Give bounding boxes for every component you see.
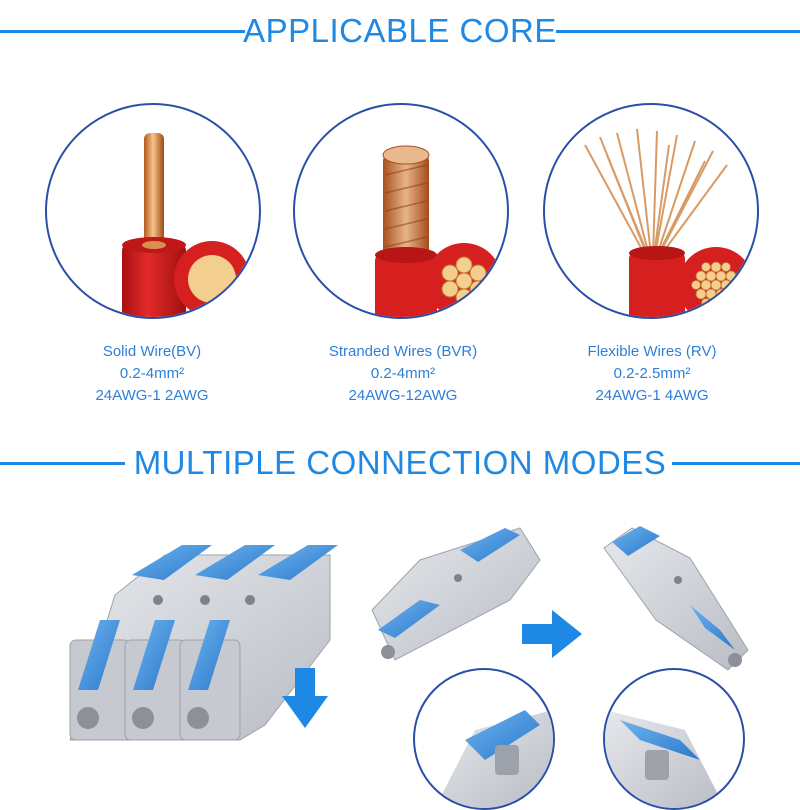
header-line-left bbox=[0, 30, 245, 33]
solid-wire-icon bbox=[45, 103, 261, 319]
applicable-core-header: APPLICABLE CORE bbox=[0, 11, 800, 51]
header-line-right bbox=[556, 30, 800, 33]
stranded-wire-icon bbox=[293, 103, 509, 319]
arrow-down-icon bbox=[282, 668, 328, 728]
wire-range: 0.2-4mm² bbox=[370, 365, 436, 382]
stranded-wire-spec: Stranded Wires (BVR) 0.2-4mm² 24AWG-12AW… bbox=[283, 341, 523, 407]
section-title: APPLICABLE CORE bbox=[243, 12, 557, 49]
connection-modes-header: MULTIPLE CONNECTION MODES bbox=[0, 443, 800, 483]
zoom-detail-right bbox=[603, 668, 745, 810]
stacked-connectors bbox=[69, 545, 338, 741]
header-line-right bbox=[672, 462, 800, 465]
wire-awg: 24AWG-12AWG bbox=[348, 387, 458, 404]
wire-name: Stranded Wires (BVR) bbox=[328, 343, 478, 360]
connection-modes-illustration bbox=[0, 500, 800, 810]
connector-single-left bbox=[371, 527, 541, 661]
wire-name: Solid Wire(BV) bbox=[102, 343, 202, 360]
zoom-detail-left bbox=[413, 668, 555, 810]
wire-name: Flexible Wires (RV) bbox=[587, 343, 717, 360]
flexible-wire-spec: Flexible Wires (RV) 0.2-2.5mm² 24AWG-1 4… bbox=[532, 341, 772, 407]
header-line-left bbox=[0, 462, 125, 465]
connector-single-right bbox=[603, 526, 749, 671]
arrow-right-icon bbox=[522, 610, 582, 658]
wire-range: 0.2-4mm² bbox=[119, 365, 185, 382]
wire-awg: 24AWG-1 4AWG bbox=[595, 387, 709, 404]
flexible-wire-icon bbox=[543, 103, 759, 319]
solid-wire-spec: Solid Wire(BV) 0.2-4mm² 24AWG-1 2AWG bbox=[32, 341, 272, 407]
wire-range: 0.2-2.5mm² bbox=[613, 365, 691, 382]
connector-illustration bbox=[69, 526, 749, 741]
section-title: MULTIPLE CONNECTION MODES bbox=[133, 444, 667, 481]
wire-awg: 24AWG-1 2AWG bbox=[95, 387, 209, 404]
